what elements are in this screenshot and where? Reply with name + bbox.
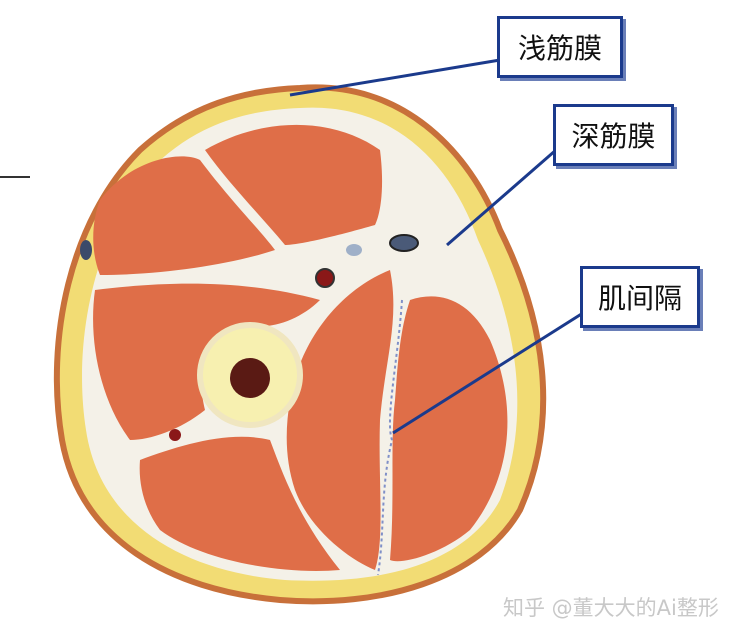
artery <box>315 268 335 288</box>
label-deep-fascia: 深筋膜 <box>553 104 674 166</box>
vein <box>389 234 419 252</box>
muscle-posterior-2 <box>286 270 394 570</box>
muscle-lateral <box>93 283 320 440</box>
limb-cross-section <box>53 84 547 605</box>
vessel-left <box>80 240 92 260</box>
label-intermuscular-septum: 肌间隔 <box>580 266 700 328</box>
pointer-lines <box>289 58 584 435</box>
muscle-anterior-1 <box>93 156 275 275</box>
watermark: 知乎 @董大大的Ai整形 <box>503 596 719 620</box>
label-superficial-fascia: 浅筋膜 <box>497 16 623 78</box>
muscle-medial <box>390 296 508 562</box>
nerve <box>346 244 362 256</box>
muscle-posterior-1 <box>139 436 340 571</box>
pointer-deep-fascia <box>446 148 557 247</box>
pointer-superficial-fascia <box>289 58 501 97</box>
vessel-posterior <box>169 429 181 441</box>
pointer-intermuscular-septum <box>392 311 584 435</box>
intermuscular-septum-line <box>377 299 403 576</box>
muscle-anterior-2 <box>205 124 383 245</box>
bone-marrow <box>230 358 270 398</box>
